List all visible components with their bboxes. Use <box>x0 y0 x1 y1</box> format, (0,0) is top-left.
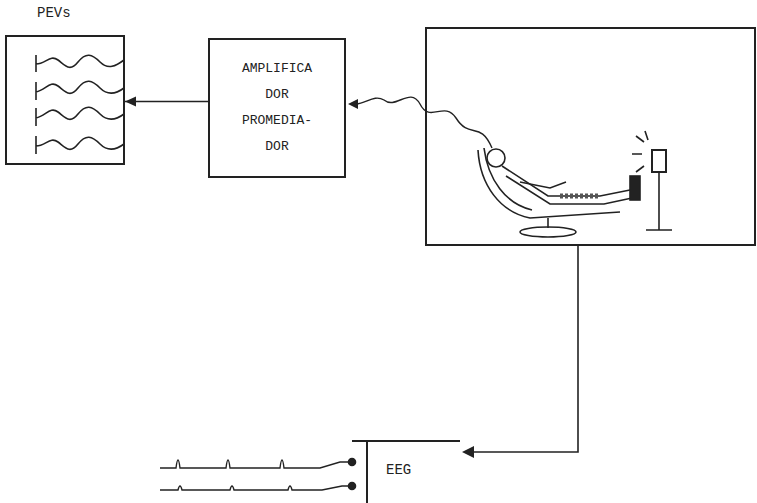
light-stimulus <box>632 131 672 230</box>
box-label: EEG <box>386 462 411 478</box>
pev-waveforms <box>36 55 124 154</box>
reclining-chair <box>478 148 620 237</box>
heading: PEVs <box>37 5 71 21</box>
terminal-dot <box>349 483 356 490</box>
eeg-box: EEG <box>352 440 460 503</box>
electrode-wire <box>356 97 492 148</box>
pev-display-box: PEVs <box>5 35 125 165</box>
room-frame <box>426 28 755 245</box>
amplifier-box: AMPLIFICA DOR PROMEDIA- DOR <box>208 38 346 178</box>
arrowhead <box>348 99 358 109</box>
subject <box>487 149 640 204</box>
arrowhead <box>462 446 474 458</box>
eeg-traces <box>160 460 350 490</box>
terminal-dot <box>349 459 356 466</box>
arrowhead <box>125 97 136 107</box>
connector-arrow <box>125 101 208 103</box>
eeg-link <box>472 245 578 452</box>
box-label: AMPLIFICA DOR PROMEDIA- DOR <box>235 56 319 160</box>
